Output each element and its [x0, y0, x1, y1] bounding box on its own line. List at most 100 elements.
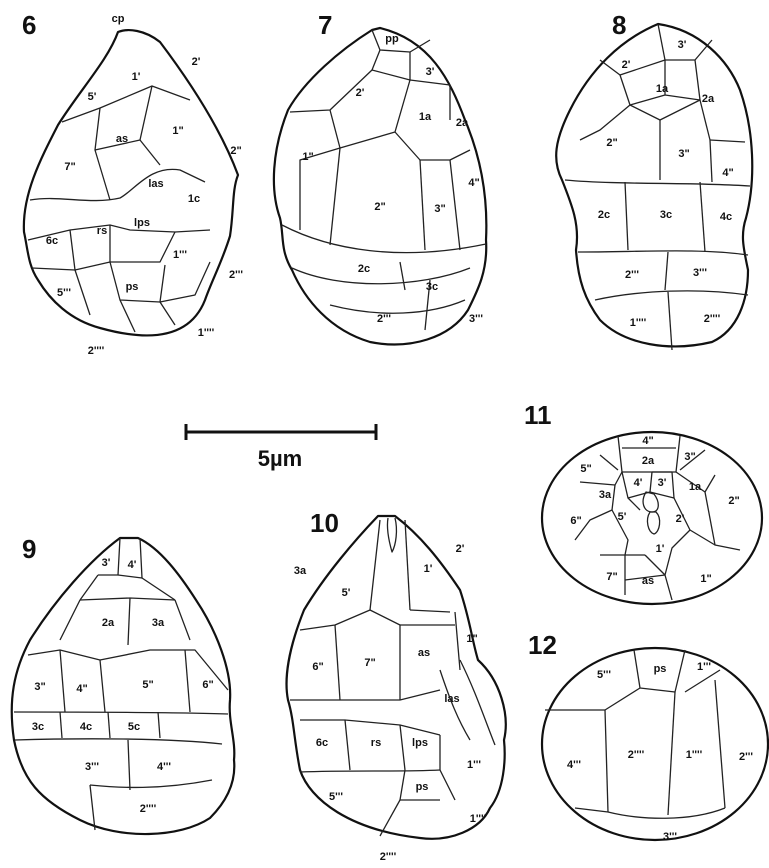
plate-label: 3''': [693, 267, 707, 279]
plate-label: 2': [676, 513, 685, 525]
figure-9-plate-labels: 3' 4' 2a 3a 3" 4" 5" 6" 3c 4c 5c 3''' 4'…: [32, 557, 214, 815]
plate-label: 1": [302, 151, 313, 163]
plate-label: 2': [622, 59, 631, 71]
figure-11-plate-sutures: [575, 436, 740, 600]
plate-label: 2''': [739, 751, 753, 763]
plate-label: 4': [634, 477, 643, 489]
plate-label: 2'''': [88, 345, 105, 357]
plate-label: 1": [466, 633, 477, 645]
figure-7: 7 pp 3' 2' 1a 2a 1" 2" 3": [274, 10, 486, 344]
scale-bar: 5µm: [186, 424, 376, 471]
plate-label: 6": [570, 515, 581, 527]
plate-label: 2a: [456, 117, 469, 129]
plate-label: 2c: [598, 209, 610, 221]
plate-label: 1': [424, 563, 433, 575]
plate-label: 7": [364, 657, 375, 669]
figure-10-number: 10: [310, 508, 339, 538]
plate-label: as: [418, 647, 430, 659]
plate-label: 2'''': [380, 851, 397, 863]
plate-label: 2a: [642, 455, 655, 467]
figure-6: 6 cp 5' 1' 2' as 1" 2" 7" la: [22, 10, 243, 357]
plate-label: 1'''': [686, 749, 703, 761]
plate-label: 3c: [660, 209, 672, 221]
plate-label: 3': [658, 477, 667, 489]
plate-label: 1": [172, 125, 183, 137]
plate-label: 5''': [597, 669, 611, 681]
figure-6-plate-labels: cp 5' 1' 2' as 1" 2" 7" las 1c 6c rs lps…: [46, 13, 243, 357]
plate-label: 5''': [329, 791, 343, 803]
plate-label: 5''': [57, 287, 71, 299]
plate-label: 1'''': [198, 327, 215, 339]
plate-label: ps: [654, 663, 667, 675]
figure-9: 9 3' 4' 2a 3a: [12, 534, 235, 834]
plate-label: 1c: [188, 193, 200, 205]
plate-label: 4''': [157, 761, 171, 773]
plate-label: 1''': [467, 759, 481, 771]
plate-label: 6c: [46, 235, 58, 247]
plate-label: 1'''': [630, 317, 647, 329]
plate-label: las: [444, 693, 459, 705]
plate-label: 3": [434, 203, 445, 215]
plate-label: rs: [371, 737, 381, 749]
figure-10-plate-labels: 2' 3a 5' 1' 6" 7" as 1" las 6c rs lps 1'…: [294, 543, 487, 863]
plate-label: 3": [684, 451, 695, 463]
plate-label: 2''': [377, 313, 391, 325]
plate-label: as: [116, 133, 128, 145]
plate-label: 3''': [85, 761, 99, 773]
plate-label: 4": [468, 177, 479, 189]
plate-label: lps: [134, 217, 150, 229]
plate-label: pp: [385, 33, 399, 45]
plate-label: 2": [374, 201, 385, 213]
plate-label: 2''': [229, 269, 243, 281]
plate-label: 3': [678, 39, 687, 51]
figure-12-number: 12: [528, 630, 557, 660]
plate-label: cp: [112, 13, 125, 25]
plate-label: 1a: [689, 481, 702, 493]
plate-label: 3": [678, 148, 689, 160]
plate-label: 2": [606, 137, 617, 149]
plate-label: 4": [722, 167, 733, 179]
figure-10-plate-sutures: [290, 518, 495, 836]
plate-label: 1a: [656, 83, 669, 95]
figure-8: 8 3' 2' 1a 2a 2" 3": [556, 10, 752, 350]
plate-label: 3c: [32, 721, 44, 733]
plate-label: 5': [342, 587, 351, 599]
plate-label: 2'''': [140, 803, 157, 815]
figure-12: 12 5''' ps 1''' 2'''' 1'''' 2''' 4''' 3'…: [528, 630, 768, 843]
plate-label: 2'''': [704, 313, 721, 325]
plate-label: 2c: [358, 263, 370, 275]
plate-label: ps: [126, 281, 139, 293]
figure-9-plate-sutures: [14, 538, 228, 830]
figure-6-number: 6: [22, 10, 36, 40]
plate-label: 3''': [663, 831, 677, 843]
plate-label: 2': [356, 87, 365, 99]
plate-label: 6": [312, 661, 323, 673]
plate-label: 2": [728, 495, 739, 507]
plate-label: 2": [230, 145, 241, 157]
plate-label: 2': [192, 56, 201, 68]
figure-9-number: 9: [22, 534, 36, 564]
plate-label: 1': [656, 543, 665, 555]
plate-label: 1''': [697, 661, 711, 673]
plate-label: 1'''': [470, 813, 487, 825]
plate-label: as: [642, 575, 654, 587]
plate-label: 5": [580, 463, 591, 475]
plate-label: 1': [132, 71, 141, 83]
plate-label: 5': [618, 511, 627, 523]
plate-label: rs: [97, 225, 107, 237]
plate-label: 4''': [567, 759, 581, 771]
plate-label: 5': [88, 91, 97, 103]
figure-7-number: 7: [318, 10, 332, 40]
figure-11: 11 4" 3" 5" 2a: [524, 400, 762, 604]
plate-label: 7": [606, 571, 617, 583]
plate-label: ps: [416, 781, 429, 793]
plate-label: 4c: [80, 721, 92, 733]
plate-label: 4': [128, 559, 137, 571]
plate-label: 2''': [625, 269, 639, 281]
plate-label: 6c: [316, 737, 328, 749]
figure-10-outline: [287, 516, 506, 839]
plate-label: 3': [102, 557, 111, 569]
figure-6-plate-sutures: [28, 86, 210, 332]
plate-label: 1''': [173, 249, 187, 261]
